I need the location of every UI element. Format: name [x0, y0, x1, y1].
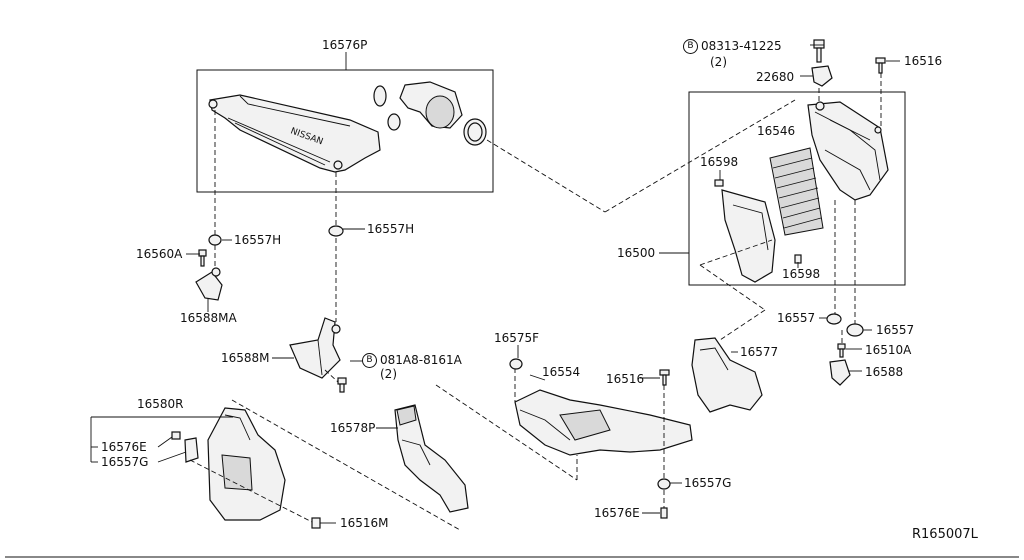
label-16576E-b: 16576E	[594, 506, 640, 520]
air-duct-16576P: NISSAN	[208, 94, 381, 173]
bolt-symbol: B	[683, 39, 698, 54]
air-cleaner-16500	[807, 101, 889, 201]
label-16598-b: 16598	[782, 267, 821, 281]
label-16516-top: 16516	[904, 54, 943, 68]
box-16576P	[196, 69, 494, 193]
label-16577: 16577	[740, 345, 779, 359]
lower-case	[721, 189, 776, 283]
label-16516-mid: 16516	[606, 372, 645, 386]
label-16557-b: 16557	[876, 323, 915, 337]
label-16575F: 16575F	[494, 331, 540, 345]
diagram-code: R165007L	[912, 527, 978, 542]
filter-element-16546	[769, 147, 824, 236]
duct-16577	[691, 337, 763, 413]
cover-16580R	[207, 407, 286, 521]
label-08313-qty: (2)	[710, 55, 727, 69]
bolt-symbol: B	[362, 353, 377, 368]
label-16560A: 16560A	[136, 247, 183, 261]
clip-16516-top	[875, 57, 886, 74]
label-16557H-a: 16557H	[234, 233, 282, 247]
label-16588: 16588	[865, 365, 904, 379]
label-16516M: 16516M	[340, 516, 389, 530]
box-16500	[688, 91, 906, 286]
label-16588MA: 16588MA	[180, 311, 237, 325]
label-16554: 16554	[542, 365, 581, 379]
label-22680: 22680	[756, 70, 795, 84]
sensor-22680	[811, 65, 833, 87]
label-16588M: 16588M	[221, 351, 270, 365]
label-16510A: 16510A	[865, 343, 912, 357]
duct-16578P	[394, 404, 469, 513]
label-16598-a: 16598	[700, 155, 739, 169]
label-16546: 16546	[757, 124, 796, 138]
bolt-08313-41225	[813, 39, 825, 63]
label-16576P: 16576P	[322, 38, 368, 52]
label-16578P: 16578P	[330, 421, 376, 435]
label-16557-a: 16557	[777, 311, 816, 325]
label-16557G-a: 16557G	[101, 455, 149, 469]
label-16580R: 16580R	[137, 397, 184, 411]
label-081A8-qty: (2)	[380, 367, 397, 381]
label-16500: 16500	[617, 246, 656, 260]
label-16557H-b: 16557H	[367, 222, 415, 236]
label-16576E-a: 16576E	[101, 440, 147, 454]
inlet-16554	[514, 389, 693, 456]
label-16557G-b: 16557G	[684, 476, 732, 490]
hose-clamps	[373, 81, 487, 146]
